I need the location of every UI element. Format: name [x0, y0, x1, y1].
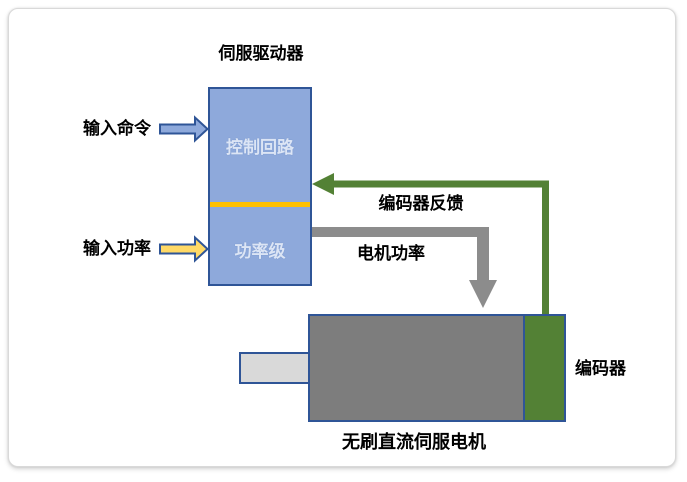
- control-loop-label: 控制回路: [226, 138, 294, 157]
- servo-driver-box: 控制回路 功率级: [208, 87, 312, 286]
- input-power-label: 输入功率: [83, 239, 151, 258]
- motor-power-arrow: [312, 227, 497, 308]
- diagram-canvas: 伺服驱动器 输入命令 输入功率 控制回路 功率级 编码器反馈 电机功率 编码器 …: [8, 8, 676, 467]
- input-power-arrow-icon: [159, 235, 209, 263]
- input-command-label: 输入命令: [83, 119, 151, 138]
- motor-shaft: [239, 352, 310, 384]
- motor-power-label: 电机功率: [357, 244, 425, 263]
- encoder-box: [523, 314, 566, 422]
- motor-label: 无刷直流伺服电机: [342, 432, 486, 452]
- servo-driver-title: 伺服驱动器: [218, 44, 304, 63]
- encoder-feedback-arrow: [312, 173, 549, 319]
- input-command-arrow-icon: [159, 115, 209, 143]
- motor-body: [308, 314, 525, 422]
- encoder-feedback-label: 编码器反馈: [378, 194, 464, 213]
- encoder-label: 编码器: [575, 359, 626, 378]
- driver-divider: [210, 202, 310, 207]
- power-stage-label: 功率级: [234, 242, 286, 261]
